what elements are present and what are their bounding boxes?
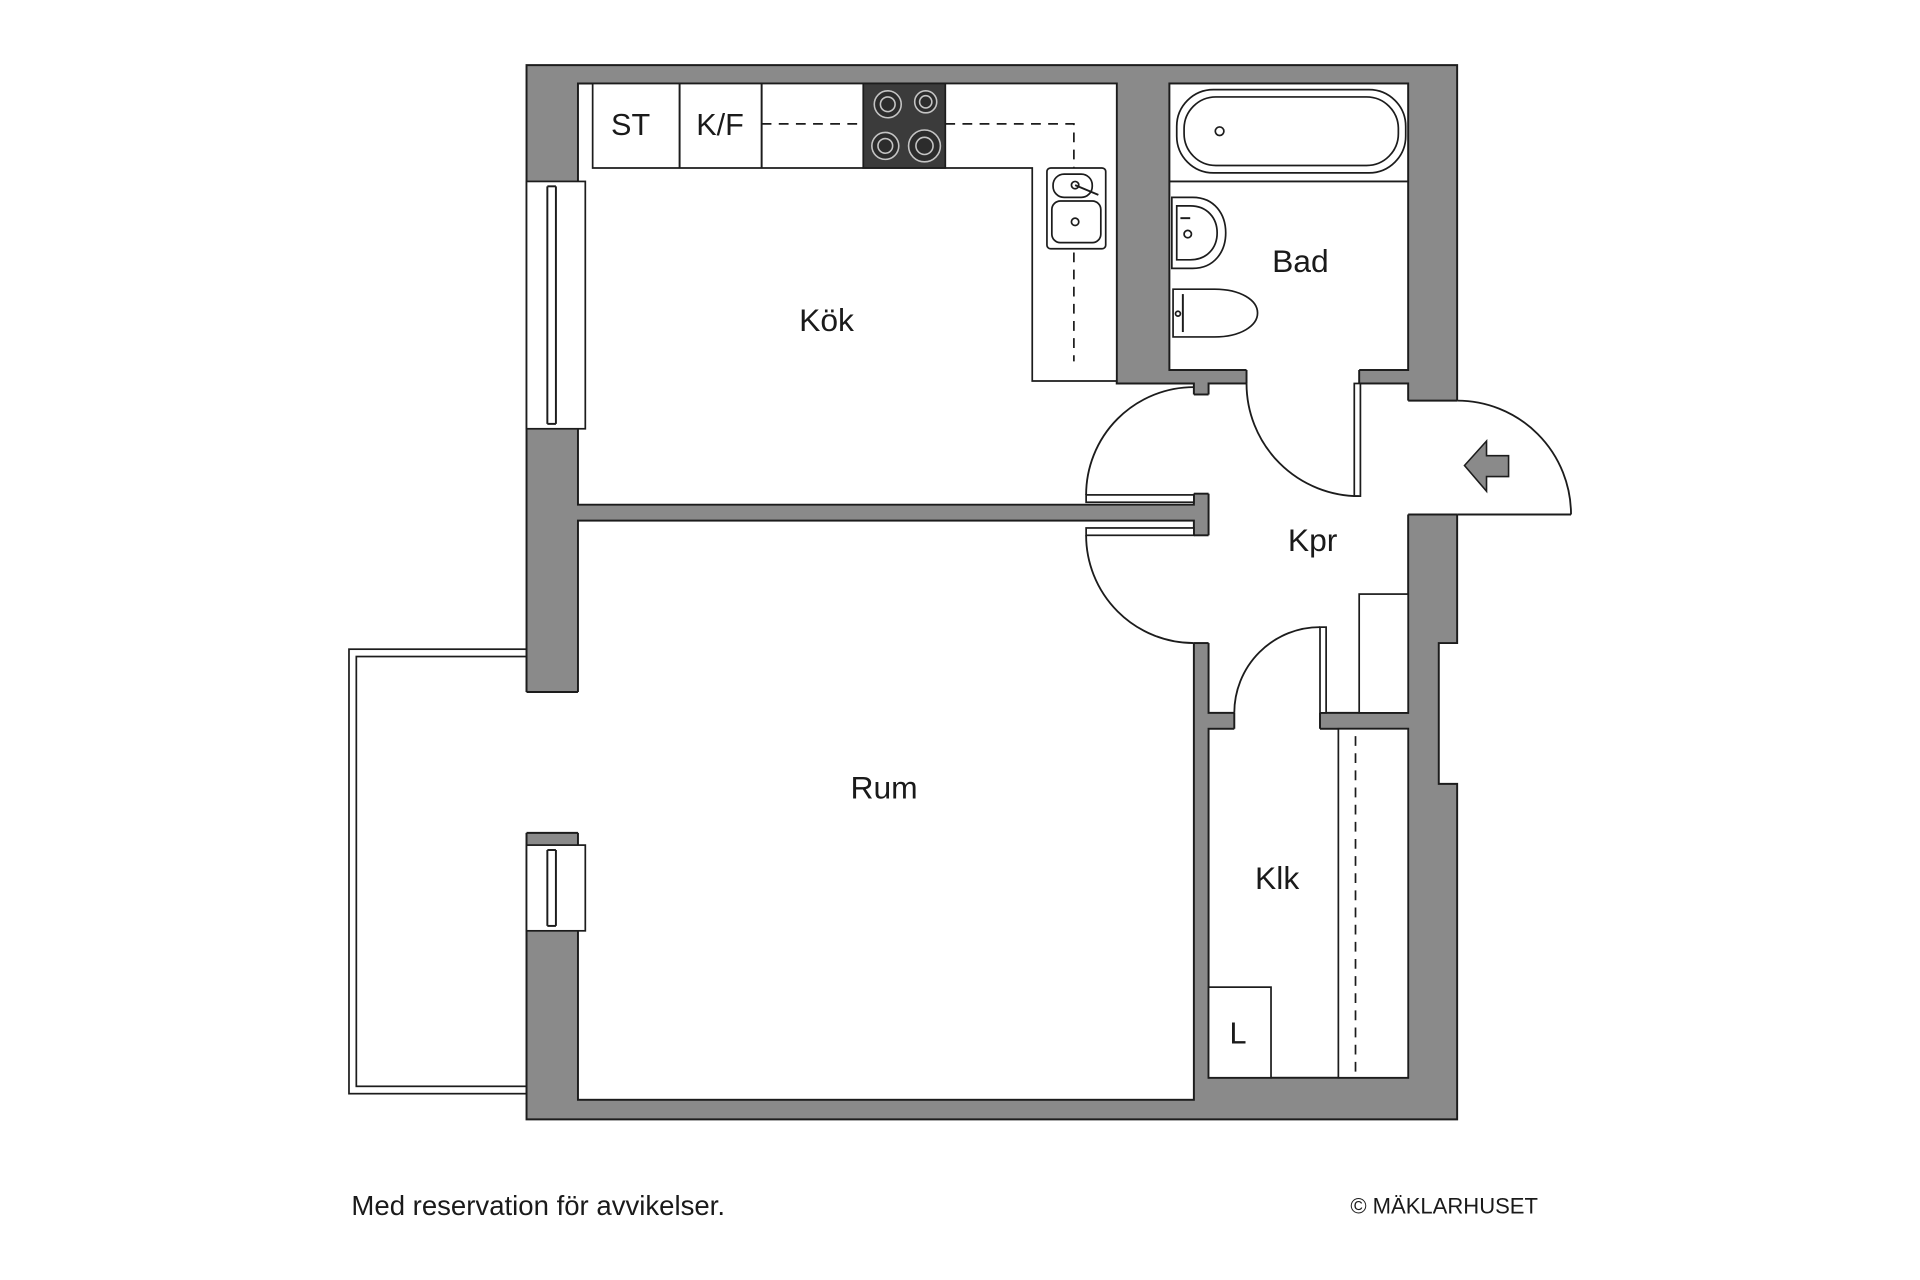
- door-openings: [524, 368, 1459, 834]
- st-label: ST: [611, 108, 650, 142]
- entrance-door: [1457, 399, 1572, 516]
- living-room-door: [1085, 527, 1195, 644]
- l-label: L: [1229, 1016, 1246, 1050]
- closet-wardrobe: [1337, 727, 1410, 1079]
- living-room-area: [576, 519, 1195, 1101]
- kitchen-door: [1085, 386, 1195, 504]
- hall-label: Kpr: [1288, 522, 1338, 558]
- washbasin: [1170, 196, 1227, 270]
- stove: [862, 82, 947, 169]
- bathroom-door: [1245, 382, 1362, 498]
- closet-label: Klk: [1255, 860, 1299, 896]
- balcony: [348, 648, 528, 1095]
- l-box: [1207, 986, 1272, 1079]
- bathtub: [1169, 88, 1409, 183]
- hall-wardrobe: [1358, 593, 1410, 714]
- kf-label: K/F: [696, 108, 744, 142]
- kitchen-sink: [1046, 167, 1107, 250]
- toilet: [1172, 288, 1259, 338]
- disclaimer-text: Med reservation för avvikelser.: [351, 1190, 725, 1221]
- entrance-arrow-icon: [1463, 438, 1510, 494]
- living-room-window: [525, 844, 587, 932]
- kitchen-label: Kök: [799, 302, 854, 338]
- bathroom-label: Bad: [1272, 243, 1329, 279]
- kitchen-counter: [591, 82, 1118, 382]
- closet-door: [1233, 626, 1327, 714]
- living-room-label: Rum: [850, 770, 917, 806]
- kitchen-window: [525, 180, 587, 430]
- copyright-text: © MÄKLARHUSET: [1350, 1194, 1538, 1219]
